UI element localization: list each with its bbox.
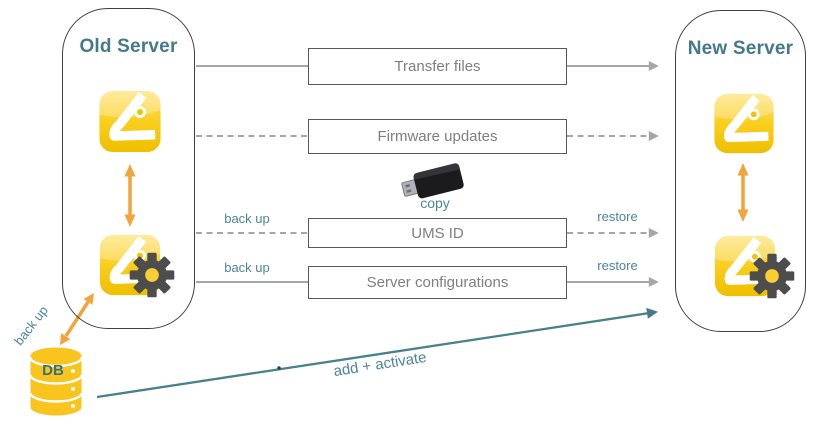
gear-icon-old (129, 252, 175, 303)
new-server-title: New Server (687, 38, 794, 59)
migration-arrow (96, 307, 658, 399)
ums-id-backup-label: back up (224, 211, 270, 226)
server-config-restore-label: restore (597, 258, 638, 273)
gear-icon-new (749, 253, 795, 304)
flow-box-label: Transfer files (394, 58, 481, 75)
line-dot (277, 366, 281, 370)
flow-box-label: Server configurations (366, 274, 509, 291)
ums-id-restore-label: restore (597, 209, 638, 224)
new-server-box: New Server (675, 10, 806, 332)
server-config-backup-label: back up (224, 260, 270, 275)
usb-stick-icon (401, 163, 464, 199)
flow-box-label: UMS ID (411, 224, 464, 242)
old-server-box: Old Server (62, 8, 195, 329)
migration-caption: add + activate (332, 348, 428, 381)
flow-box-transfer-files: Transfer files (308, 48, 567, 85)
flow-box-firmware-updates: Firmware updates (308, 119, 567, 154)
database-icon (29, 347, 83, 416)
flow-box-server-configurations: Server configurations (308, 266, 567, 299)
database-label: DB (42, 362, 64, 379)
flow-box-ums-id: UMS ID (308, 218, 567, 248)
ums-app-icon-old (98, 90, 162, 158)
ums-app-icon-new (712, 93, 776, 159)
old-server-title: Old Server (79, 36, 178, 57)
flow-box-label: Firmware updates (377, 128, 498, 145)
usb-copy-label: copy (420, 195, 450, 211)
